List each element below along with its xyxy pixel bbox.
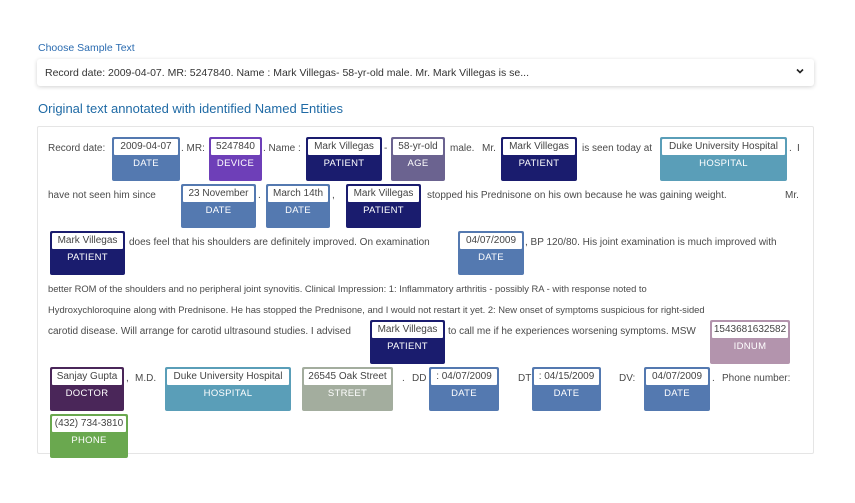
text-segment: , — [126, 373, 129, 384]
text-segment: I — [797, 143, 800, 154]
text-segment: , — [332, 190, 335, 201]
text-segment: . — [258, 190, 261, 201]
text-segment: carotid disease. Will arrange for caroti… — [48, 326, 351, 337]
text-segment: have not seen him since — [48, 190, 156, 201]
selected-sample-text: Record date: 2009-04-07. MR: 5247840. Na… — [45, 67, 529, 79]
text-segment: . MR: — [181, 143, 205, 154]
text-segment: M.D. — [135, 373, 157, 384]
text-segment: DD — [412, 373, 427, 384]
text-segment: Mr. — [785, 190, 799, 201]
text-segment: better ROM of the shoulders and no perip… — [48, 283, 647, 294]
text-segment: stopped his Prednisone on his own becaus… — [427, 190, 727, 201]
text-segment: does feel that his shoulders are definit… — [129, 237, 430, 248]
choose-sample-text-label: Choose Sample Text — [38, 42, 135, 54]
text-segment: DT — [518, 373, 532, 384]
text-segment: . Name : — [263, 143, 301, 154]
text-segment: Record date: — [48, 143, 106, 154]
text-segment: . — [789, 143, 792, 154]
text-segment: DV: — [619, 373, 636, 384]
text-segment: Mr. — [482, 143, 496, 154]
text-segment: Phone number: — [722, 373, 791, 384]
sample-text-select[interactable]: Record date: 2009-04-07. MR: 5247840. Na… — [37, 59, 814, 86]
text-segment: , BP 120/80. His joint examination is mu… — [525, 237, 777, 248]
text-segment: male. — [450, 143, 475, 154]
chevron-down-icon — [796, 68, 804, 74]
text-segment: . — [402, 373, 405, 384]
text-segment: is seen today at — [582, 143, 653, 154]
text-segment: to call me if he experiences worsening s… — [448, 326, 696, 337]
text-segment: - — [384, 143, 388, 154]
text-segment: . — [712, 373, 715, 384]
text-segment: Hydroxychloroquine along with Prednisone… — [48, 304, 705, 315]
section-title: Original text annotated with identified … — [38, 101, 343, 116]
